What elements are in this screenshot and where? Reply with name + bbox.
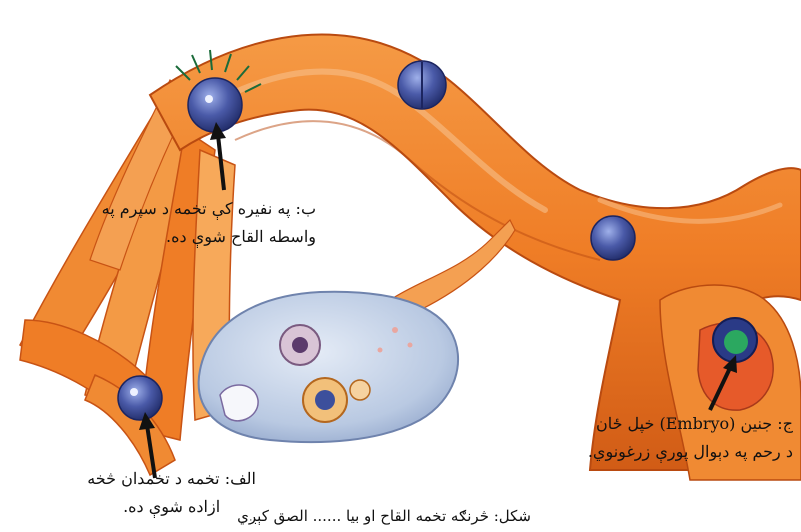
follicle-core <box>292 337 308 353</box>
small-follicle <box>350 380 370 400</box>
label-b: ب: په نفیره کې تخمه د سپرم په واسطه القا… <box>102 195 316 251</box>
label-b-line2: واسطه القاح شوې ده. <box>102 223 316 251</box>
label-c: ج: جنین (Embryo) خپل ځان د رحم په دېوال … <box>588 410 793 466</box>
figure-caption: شکل: څرنګه تخمه القاح او بیا ...... الصق… <box>237 502 531 530</box>
dot <box>408 343 413 348</box>
ovary <box>199 292 458 442</box>
dot <box>392 327 398 333</box>
label-c-line2: د رحم په دېوال پورې زرغونوي. <box>588 438 793 466</box>
label-b-line1: ب: په نفیره کې تخمه د سپرم په <box>102 195 316 223</box>
label-a: الف: تخمه د تخمدان څخه ازاده شوې ده. <box>87 465 256 521</box>
morula <box>591 216 635 260</box>
dot <box>378 348 383 353</box>
egg-released <box>118 376 162 420</box>
label-a-line1: الف: تخمه د تخمدان څخه <box>87 465 256 493</box>
ruptured-follicle <box>220 385 258 421</box>
embryo <box>713 318 757 362</box>
label-c-line1: ج: جنین (Embryo) خپل ځان <box>588 410 793 438</box>
corpus-core <box>315 390 335 410</box>
dividing-cell <box>398 61 446 109</box>
ovarian-ligament <box>390 220 515 310</box>
label-a-line2: ازاده شوې ده. <box>87 493 256 521</box>
